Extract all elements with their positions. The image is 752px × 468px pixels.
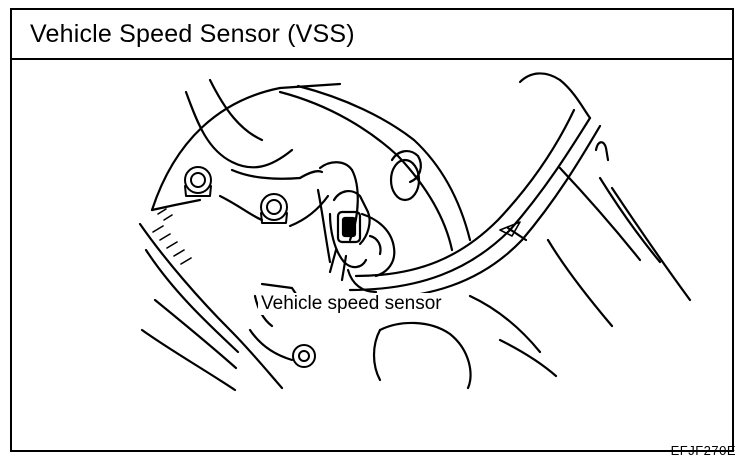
hatch-marks (152, 225, 192, 265)
pipe-upper (348, 116, 592, 292)
transaxle-housing-outline (150, 82, 342, 212)
wiring-harness (278, 90, 454, 252)
bolt-left (184, 166, 212, 197)
bolt-right (260, 193, 288, 224)
figure-code: EFJF270E (670, 443, 736, 458)
sensor-callout-label: Vehicle speed sensor (258, 293, 445, 315)
bolt-lower (292, 344, 316, 368)
figure-frame: Vehicle Speed Sensor (VSS) (10, 8, 734, 452)
page-title: Vehicle Speed Sensor (VSS) (30, 20, 355, 48)
title-bar: Vehicle Speed Sensor (VSS) (12, 10, 732, 60)
speed-sensor-body (328, 190, 396, 294)
